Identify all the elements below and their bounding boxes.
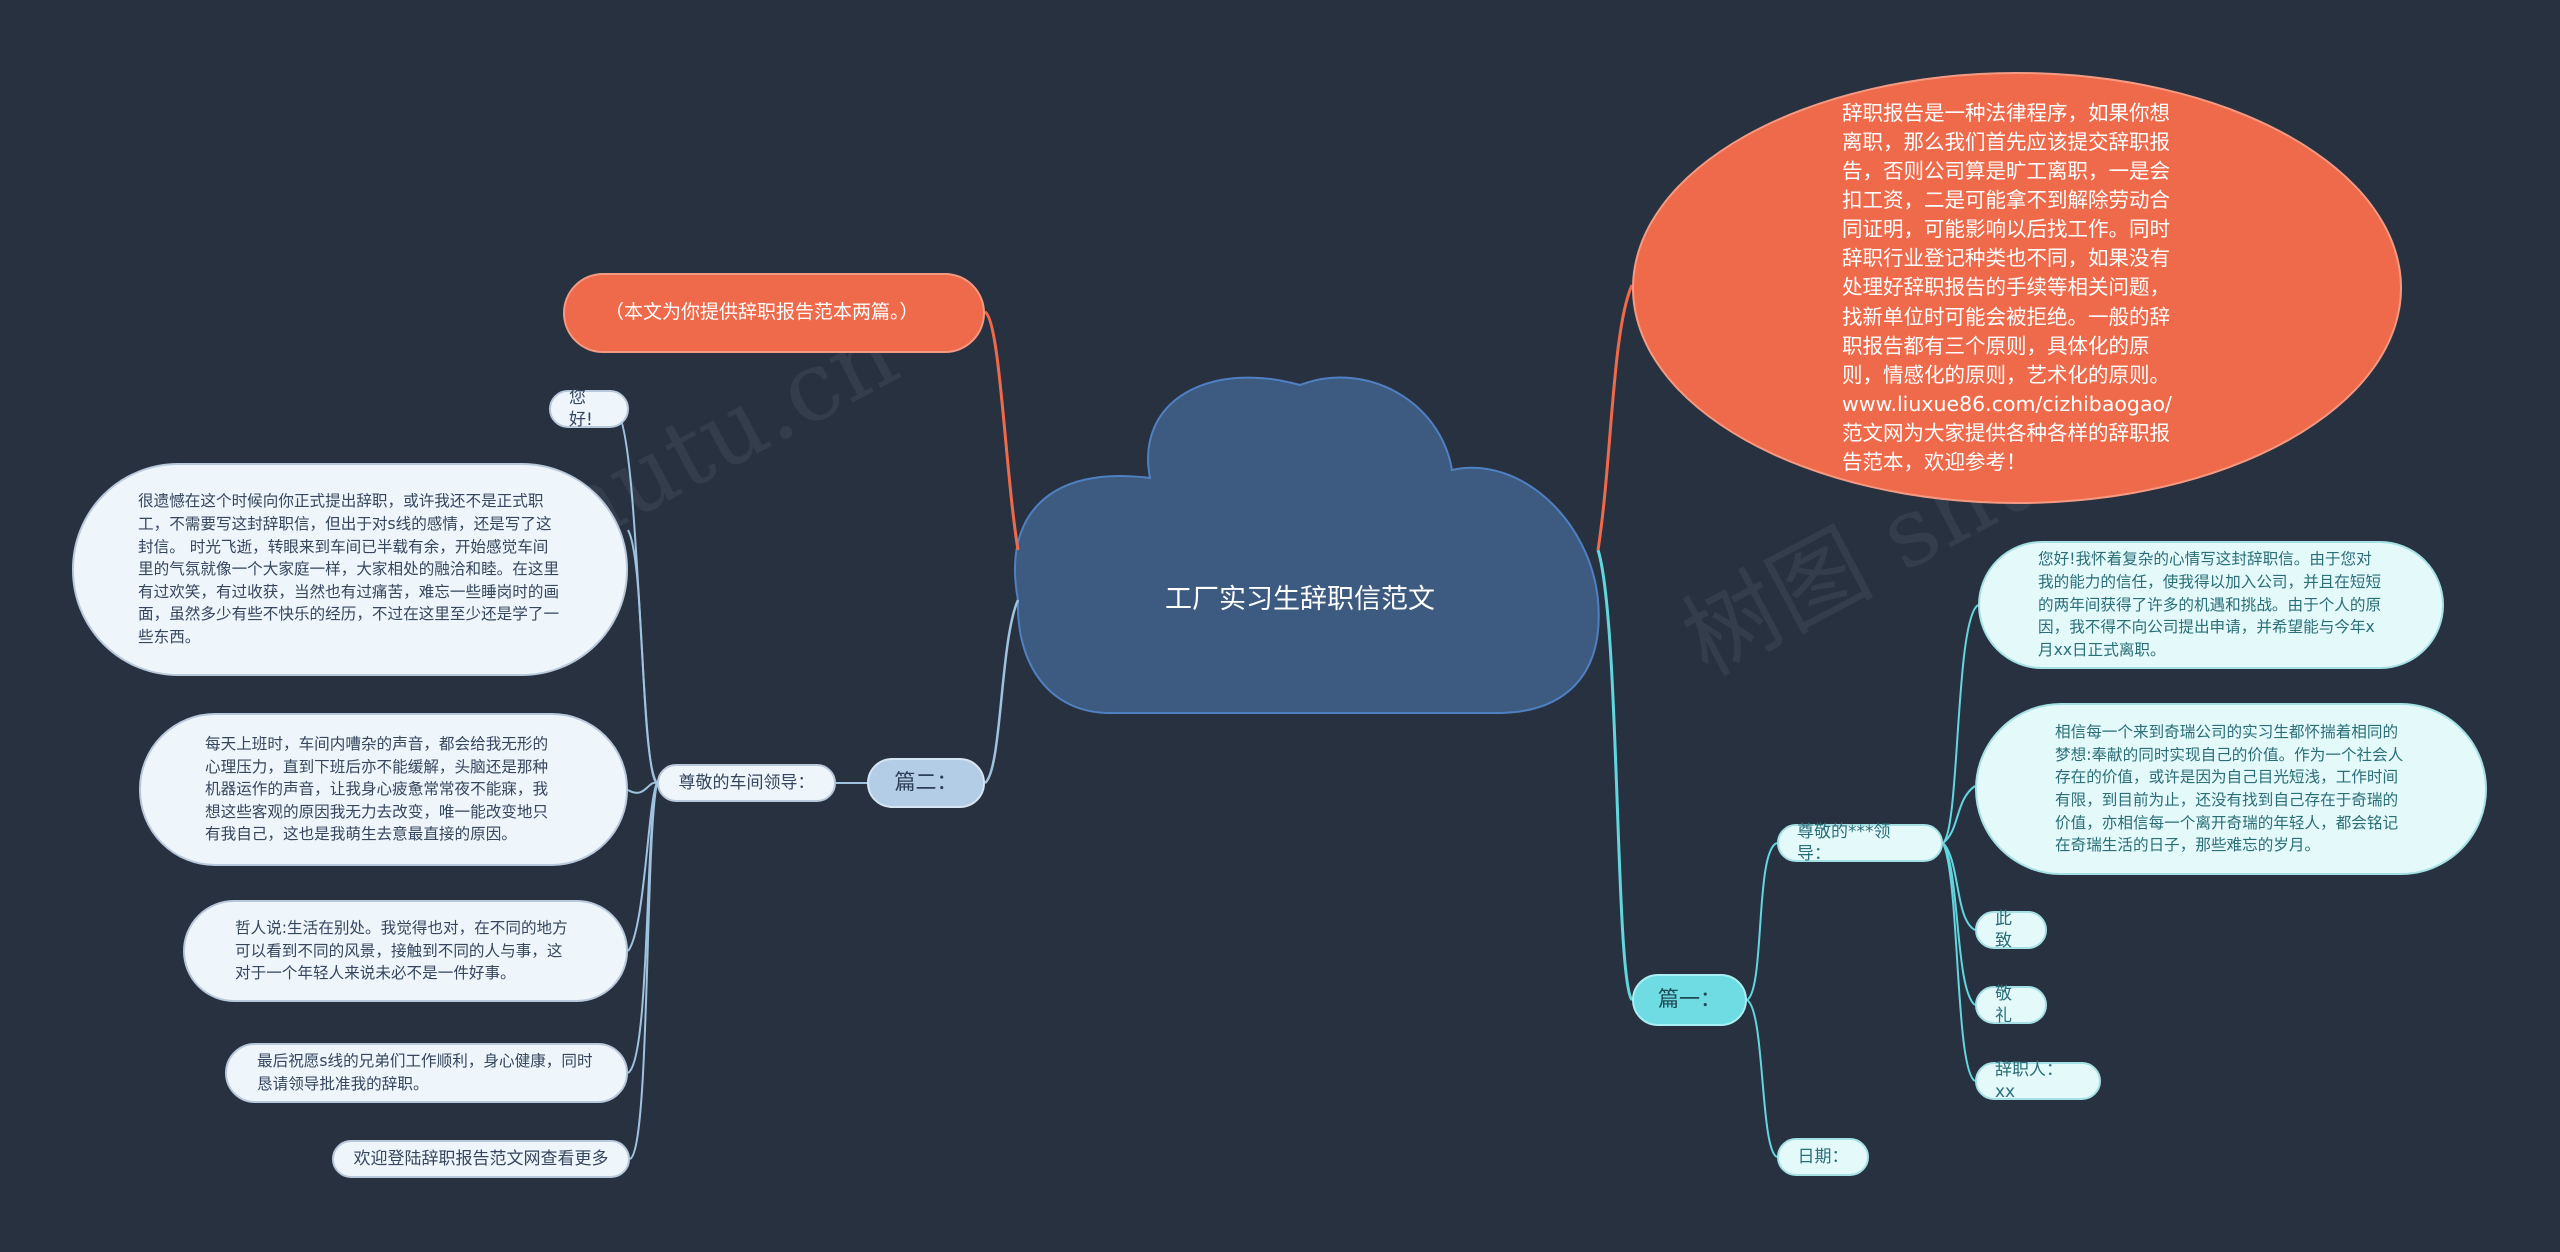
root-title[interactable]: 工厂实习生辞职信范文 <box>1165 584 1435 615</box>
part-one-closing-1[interactable]: 此致 <box>1975 909 2047 951</box>
part-two-paragraph-2[interactable]: 每天上班时，车间内嘈杂的声音，都会给我无形的心理压力，直到下班后亦不能缓解，头脑… <box>139 713 628 866</box>
part-one-date[interactable]: 日期： <box>1777 1138 1869 1176</box>
part-two-paragraph-4[interactable]: 最后祝愿s线的兄弟们工作顺利，身心健康，同时恳请领导批准我的辞职。 <box>225 1043 628 1103</box>
part-one-closing-2[interactable]: 敬礼 <box>1975 984 2047 1026</box>
link-cloud-part-two <box>984 599 1020 784</box>
part-two-footer-link[interactable]: 欢迎登陆辞职报告范文网查看更多 <box>332 1140 630 1178</box>
part-one-signer[interactable]: 辞职人：xx <box>1975 1060 2101 1102</box>
part-one-paragraph-2[interactable]: 相信每一个来到奇瑞公司的实习生都怀揣着相同的梦想:奉献的同时实现自己的价值。作为… <box>1975 703 2487 875</box>
link-cloud-summary <box>1596 284 1634 551</box>
part-one-links <box>1746 842 1778 1158</box>
part-two-paragraph-1[interactable]: 很遗憾在这个时候向你正式提出辞职，或许我还不是正式职工，不需要写这封辞职信，但出… <box>72 463 628 676</box>
part-two-leaf-links <box>614 408 658 1160</box>
part-two-greeting[interactable]: 您好! <box>549 388 629 430</box>
part-one-salutation[interactable]: 尊敬的***领导： <box>1777 822 1943 864</box>
root-cloud-shape <box>1013 376 1600 714</box>
part-two-paragraph-3[interactable]: 哲人说:生活在别处。我觉得也对，在不同的地方可以看到不同的风景，接触到不同的人与… <box>183 900 628 1002</box>
part-one-leaf-links <box>1942 604 1979 1082</box>
link-cloud-intro <box>983 310 1020 551</box>
intro-note[interactable]: （本文为你提供辞职报告范本两篇。） <box>563 273 985 353</box>
part-one-paragraph-1[interactable]: 您好!我怀着复杂的心情写这封辞职信。由于您对我的能力的信任，使我得以加入公司，并… <box>1978 541 2444 669</box>
part-two-salutation[interactable]: 尊敬的车间领导： <box>657 764 836 802</box>
summary-note[interactable]: 辞职报告是一种法律程序，如果你想离职，那么我们首先应该提交辞职报告，否则公司算是… <box>1632 72 2402 504</box>
link-cloud-part-one <box>1596 549 1634 1001</box>
part-two-node[interactable]: 篇二： <box>867 758 985 808</box>
part-one-node[interactable]: 篇一： <box>1632 974 1747 1026</box>
